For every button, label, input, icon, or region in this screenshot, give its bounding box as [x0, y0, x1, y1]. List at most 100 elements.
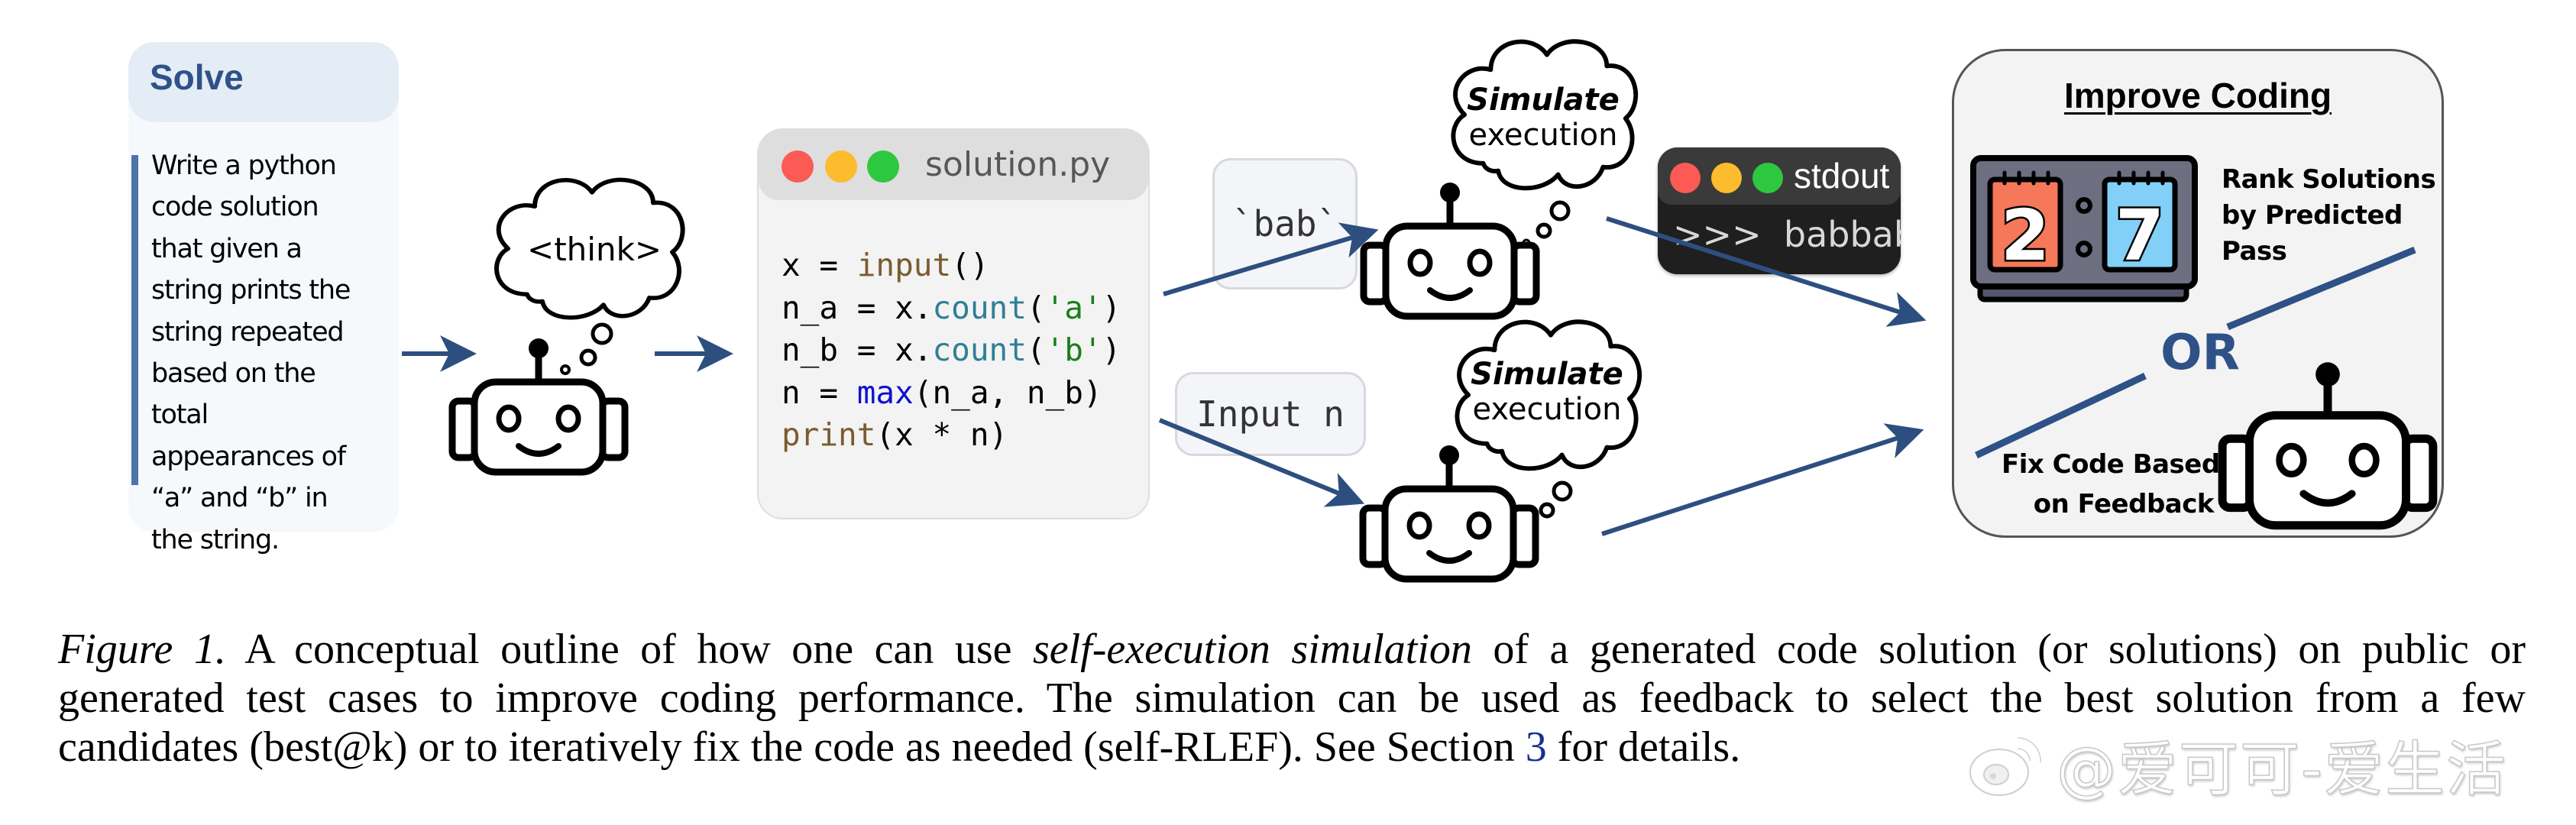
robot-icon	[452, 338, 625, 472]
rank-solutions-label: Rank Solutions by Predicted Pass	[2222, 162, 2436, 270]
test-input-bab: `bab`	[1212, 158, 1358, 290]
code-token: n_b = x.	[782, 332, 933, 368]
code-line: print(x * n)	[782, 414, 1121, 457]
caption-text: A conceptual outline of how one can use	[244, 626, 1033, 673]
execution-word: execution	[1468, 118, 1618, 153]
stdout-titlebar: stdout	[1658, 147, 1901, 205]
score-right-digit: 7	[2115, 195, 2164, 277]
problem-line: “a” and “b” in	[151, 483, 328, 514]
code-window: solution.py x = input()n_a = x.count('a'…	[757, 128, 1150, 519]
code-line: n_a = x.count('a')	[782, 287, 1121, 330]
caption-line-1: Figure 1. A conceptual outline of how on…	[58, 625, 2526, 674]
rank-line: by Predicted	[2222, 200, 2403, 231]
prompt-symbol: >>>	[1673, 214, 1762, 255]
caption-emphasis: self-execution simulation	[1032, 626, 1472, 673]
minimize-dot-icon	[825, 150, 857, 183]
close-dot-icon	[782, 150, 814, 183]
problem-line: that given a	[151, 233, 303, 264]
improve-coding-title: Improve Coding	[2063, 76, 2332, 115]
code-token: )	[1102, 289, 1121, 326]
close-dot-icon	[1670, 163, 1701, 193]
code-token: (n_a, n_b)	[913, 374, 1102, 411]
problem-line: string prints the	[151, 275, 351, 306]
fix-line: Fix Code Based	[2002, 449, 2220, 480]
output-value: babbab	[1783, 214, 1901, 255]
problem-line: string repeated	[151, 316, 345, 348]
problem-line: appearances of	[151, 441, 346, 472]
problem-line: based on the	[151, 358, 316, 390]
arrow-code-to-sim-bottom	[1158, 418, 1365, 507]
problem-line: the string.	[151, 524, 280, 555]
think-cloud	[497, 180, 683, 375]
rank-line: Pass	[2222, 236, 2287, 267]
fix-code-label: Fix Code Based on Feedback	[2002, 445, 2220, 524]
watermark: @爱可可-爱生活	[1967, 730, 2507, 805]
code-token: ()	[951, 247, 989, 283]
simulate-word: Simulate	[1471, 357, 1623, 392]
arrow-code-to-sim-top	[1163, 222, 1379, 296]
rank-line: Rank Solutions	[2222, 164, 2436, 195]
maximize-dot-icon	[867, 150, 899, 183]
code-token: max	[856, 374, 914, 411]
maximize-dot-icon	[1752, 163, 1783, 193]
code-line: n = max(n_a, n_b)	[782, 372, 1121, 415]
caption-text: of a generated code solution (or solutio…	[1471, 626, 2526, 673]
solve-panel	[128, 42, 399, 532]
simulate-label-top: Simulate execution	[1463, 82, 1623, 153]
caption-text: for details.	[1546, 723, 1741, 771]
execution-word: execution	[1472, 392, 1622, 427]
code-token: n =	[782, 374, 857, 411]
think-label: <think>	[527, 231, 662, 268]
code-token: (	[1026, 332, 1046, 368]
problem-line: Write a python	[151, 150, 337, 181]
robot-icon	[1364, 183, 1536, 316]
code-line: x = input()	[782, 244, 1121, 287]
arrow-sim-bottom-to-improve	[1601, 423, 1924, 536]
code-token: 'b'	[1045, 332, 1102, 368]
solve-title: Solve	[150, 57, 244, 97]
section-reference-link[interactable]: 3	[1525, 723, 1547, 771]
solve-header	[128, 42, 399, 122]
stdout-output: >>> babbab	[1673, 214, 1901, 255]
caption-text: candidates (best@k) or to iteratively fi…	[58, 723, 1526, 771]
code-token: input	[856, 247, 952, 283]
caption-line-2: generated test cases to improve coding p…	[58, 675, 2526, 722]
arrow-sim-top-to-improve	[1606, 216, 1927, 327]
scoreboard-icon: 2 7	[1970, 155, 2198, 302]
fix-line: on Feedback	[2033, 489, 2215, 519]
code-token: (x * n)	[875, 416, 1008, 453]
or-divider-right	[2226, 246, 2416, 331]
watermark-text: @爱可可-爱生活	[2056, 735, 2508, 805]
problem-statement: Write a python code solution that given …	[151, 145, 396, 561]
code-token: x =	[782, 247, 857, 283]
code-token: count	[932, 332, 1027, 368]
score-left-digit: 2	[2001, 195, 2050, 277]
problem-line: code solution	[151, 192, 319, 223]
problem-line: total	[151, 400, 209, 431]
code-token: count	[932, 289, 1027, 326]
code-window-titlebar: solution.py	[759, 130, 1148, 200]
code-token: (	[1026, 289, 1046, 326]
or-label: OR	[2160, 325, 2240, 381]
code-line: n_b = x.count('b')	[782, 329, 1121, 372]
quote-bar	[131, 155, 138, 485]
code-token: n_a = x.	[782, 289, 933, 326]
fix-robot-icon	[2222, 362, 2433, 526]
stdout-window: stdout >>> babbab	[1658, 147, 1901, 274]
caption-line-3: candidates (best@k) or to iteratively fi…	[58, 723, 2526, 772]
code-filename: solution.py	[925, 145, 1111, 184]
or-divider-left	[1975, 372, 2147, 459]
simulate-word: Simulate	[1467, 82, 1620, 118]
weibo-logo-icon	[1969, 735, 2044, 796]
code-token: 'a'	[1045, 289, 1102, 326]
simulate-label-bottom: Simulate execution	[1467, 357, 1627, 427]
test-input-n: Input n	[1175, 372, 1366, 456]
minimize-dot-icon	[1711, 163, 1742, 193]
code-block: x = input()n_a = x.count('a')n_b = x.cou…	[782, 244, 1121, 457]
figure-caption: Figure 1. A conceptual outline of how on…	[58, 625, 2526, 772]
figure-label: Figure 1.	[58, 626, 226, 673]
code-token: )	[1102, 332, 1121, 368]
code-token: print	[782, 416, 876, 453]
